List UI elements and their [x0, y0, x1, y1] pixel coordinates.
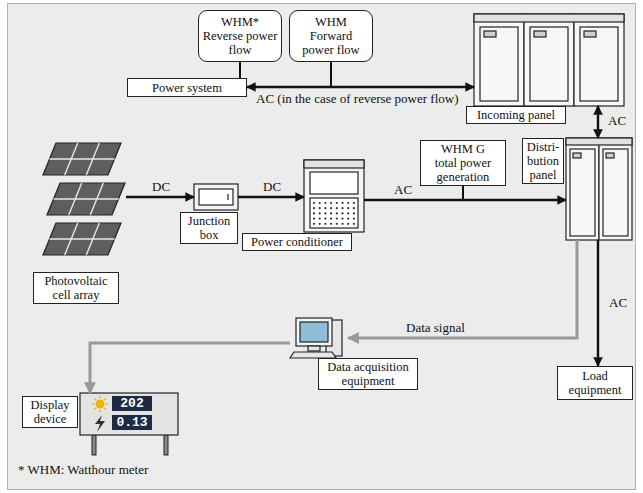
label-box: Photovoltaic cell array: [33, 272, 119, 304]
connector-arrow: [597, 106, 599, 138]
connector-arrow: [126, 196, 194, 198]
node-text: Load equipment: [561, 369, 629, 397]
node-text: Distri- bution panel: [526, 140, 560, 182]
edge-label: AC: [392, 183, 414, 197]
pv-array: [43, 143, 125, 255]
label-box: Distri- bution panel: [522, 138, 564, 184]
junction-box-icon: [194, 184, 238, 210]
computer-icon: [290, 318, 342, 358]
power-conditioner-icon: [304, 160, 364, 232]
edge-label: AC: [606, 114, 628, 128]
display-digits: 202: [112, 396, 152, 411]
meter-box: WHM Gtotal power generation: [420, 140, 506, 186]
meter-box: WHMForward power flow: [289, 10, 373, 62]
label-box: Data acquisition equipment: [318, 358, 418, 390]
edge-label: DC: [261, 180, 283, 194]
node-text: WHM: [315, 15, 347, 29]
node-text: Forward power flow: [293, 29, 369, 57]
connector-arrow: [597, 240, 599, 366]
node-text: Photovoltaic cell array: [37, 274, 115, 302]
distribution-cabinet: [566, 138, 632, 240]
power-conditioner: Power conditioner: [304, 160, 364, 232]
system-box: Power system: [127, 78, 247, 97]
node-text: WHM G: [441, 142, 485, 156]
footnote: * WHM: Watthour meter: [18, 462, 148, 478]
data-acquisition: Data acquisition equipment: [290, 318, 348, 362]
display-sign: [80, 393, 178, 455]
incoming-cabinet: [474, 14, 624, 106]
node-text: Reverse power flow: [202, 29, 278, 57]
node-text: Data acquisition equipment: [322, 360, 414, 388]
node-text: total power generation: [424, 156, 502, 184]
junction-box: Junction box: [194, 184, 238, 210]
label-box: Incoming panel: [466, 106, 566, 124]
edge-label: AC: [607, 296, 629, 310]
label-box: Power conditioner: [242, 233, 352, 251]
node-text: Power conditioner: [246, 235, 348, 249]
node-text: Display device: [26, 398, 74, 426]
load-box: Load equipment: [557, 366, 633, 400]
connector-arrow: [247, 86, 474, 88]
connector-arrow: [348, 240, 577, 338]
incoming-panel: Incoming panel: [474, 14, 624, 106]
node-text: WHM*: [221, 15, 259, 29]
edge-label: DC: [150, 180, 172, 194]
pv-array-node: Photovoltaic cell array: [38, 140, 126, 260]
node-text: Power system: [152, 81, 222, 95]
distribution-panel: Distri- bution panel: [566, 138, 632, 240]
meter-box: WHM*Reverse power flow: [198, 10, 282, 62]
connector-arrow: [90, 343, 290, 393]
edge-label: Data signal: [404, 321, 467, 335]
display-digits: 0.13: [112, 415, 152, 430]
connector-arrow: [238, 196, 304, 198]
vent-holes: [313, 202, 355, 225]
edge-label: AC (in the case of reverse power flow): [254, 92, 461, 106]
label-box: Display device: [22, 396, 78, 428]
frame: [8, 4, 636, 490]
node-text: Junction box: [184, 214, 234, 242]
connector-arrow: [364, 199, 566, 201]
label-box: Junction box: [180, 212, 238, 244]
node-text: Incoming panel: [470, 108, 562, 122]
